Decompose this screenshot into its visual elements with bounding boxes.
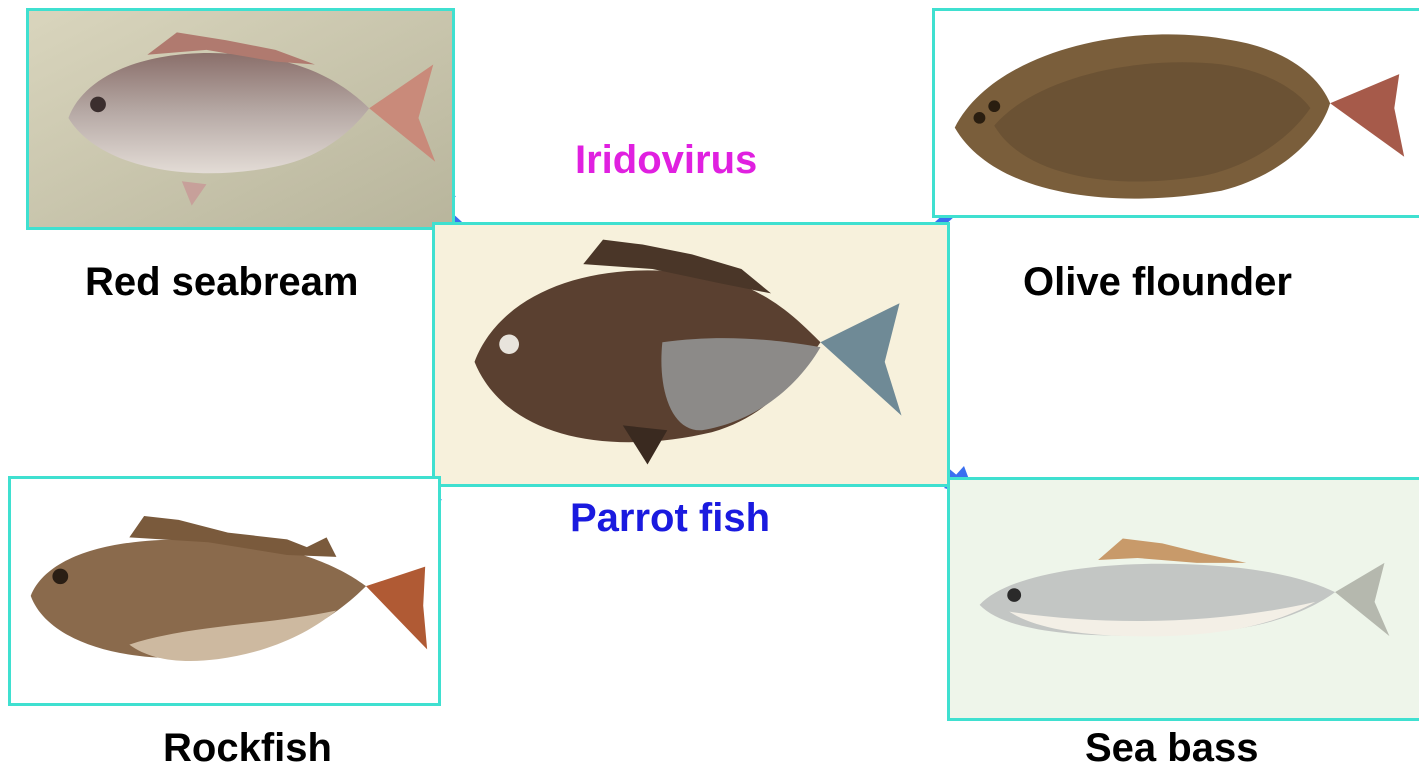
- sea-bass-photo: [947, 477, 1419, 721]
- rockfish-label: Rockfish: [163, 728, 332, 768]
- olive-flounder-photo: [932, 8, 1419, 218]
- parrot-fish-photo: [432, 222, 950, 487]
- olive-flounder-label: Olive flounder: [1023, 262, 1292, 302]
- red-seabream-photo: [26, 8, 455, 230]
- rockfish-photo: [8, 476, 441, 706]
- center-fish-label: Parrot fish: [570, 498, 770, 538]
- red-seabream-label: Red seabream: [85, 262, 358, 302]
- virus-label: Iridovirus: [575, 140, 757, 180]
- sea-bass-label: Sea bass: [1085, 728, 1258, 768]
